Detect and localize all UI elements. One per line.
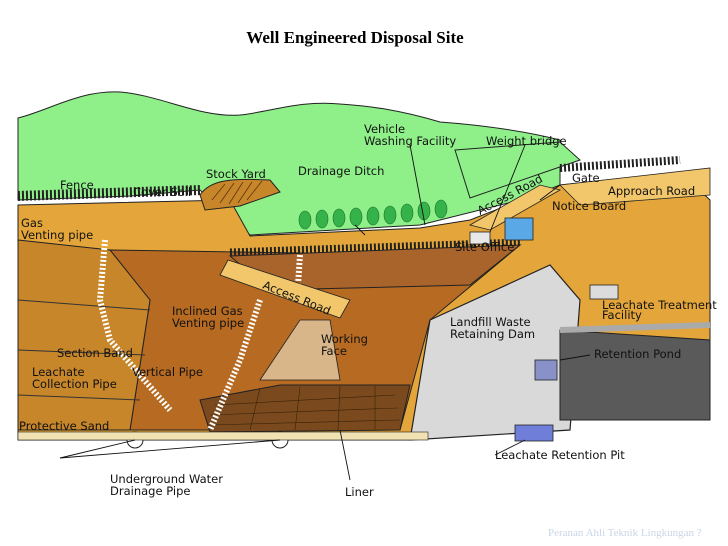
label-landfill-dam-2: Retaining Dam — [450, 327, 535, 341]
label-retention-pond: Retention Pond — [594, 347, 681, 361]
label-site-office: Site Office — [455, 240, 514, 254]
retention-pond — [559, 329, 711, 421]
label-fence: Fence — [60, 178, 94, 192]
label-liner: Liner — [345, 485, 374, 499]
fence-right — [559, 156, 681, 172]
label-landfill-dam-1: Landfill Waste — [450, 315, 531, 329]
working-face — [259, 319, 341, 381]
label-gas-venting-1: Gas — [21, 216, 43, 230]
label-leachate-treatment-1: Leachate Treatment — [602, 298, 717, 312]
access-road-mid — [219, 259, 351, 319]
label-approach-road: Approach Road — [608, 184, 695, 198]
footer-text: Peranan Ahli Teknik Lingkungan ? — [548, 527, 702, 539]
label-working-face-2: Face — [321, 344, 347, 358]
protective-sand — [17, 431, 429, 441]
label-vehicle-washing-1: Vehicle — [364, 122, 405, 136]
label-leachate-treatment-2: Facility — [602, 308, 642, 322]
page-title: Well Engineered Disposal Site — [246, 28, 464, 47]
label-weight-bridge: Weight bridge — [486, 134, 567, 148]
pit-slope-left — [17, 239, 151, 431]
label-vertical-pipe: Vertical Pipe — [132, 365, 203, 379]
label-leachate-collection-1: Leachate — [32, 365, 85, 379]
site-office — [504, 217, 534, 241]
label-stock-yard: Stock Yard — [206, 167, 266, 181]
label-inclined-gas-1: Inclined Gas — [172, 304, 243, 318]
leachate-retention-pit — [514, 424, 554, 442]
label-gas-venting-2: Venting pipe — [21, 228, 93, 242]
leachate-treatment-facility — [589, 284, 619, 300]
label-underground-drain-1: Underground Water — [110, 472, 223, 486]
label-leachate-retention-pit: Leachate Retention Pit — [495, 448, 625, 462]
weight-bridge — [469, 231, 491, 245]
label-working-face-1: Working — [321, 332, 368, 346]
label-gate: Gate — [572, 171, 600, 185]
label-drainage-ditch: Drainage Ditch — [298, 164, 384, 178]
label-notice-board: Notice Board — [552, 199, 626, 213]
label-protective-sand: Protective Sand — [19, 419, 109, 433]
label-vehicle-washing-2: Washing Facility — [364, 134, 456, 148]
approach-road — [559, 167, 711, 206]
right-hill — [454, 141, 581, 199]
access-road-top — [468, 184, 562, 231]
label-cover-soil: Cover Soil — [133, 185, 191, 199]
label-underground-drain-2: Drainage Pipe — [110, 484, 190, 498]
green-hill — [17, 91, 561, 236]
label-section-band: Section Band — [57, 346, 133, 360]
label-inclined-gas-2: Venting pipe — [172, 316, 244, 330]
label-leachate-collection-2: Collection Pipe — [32, 377, 117, 391]
